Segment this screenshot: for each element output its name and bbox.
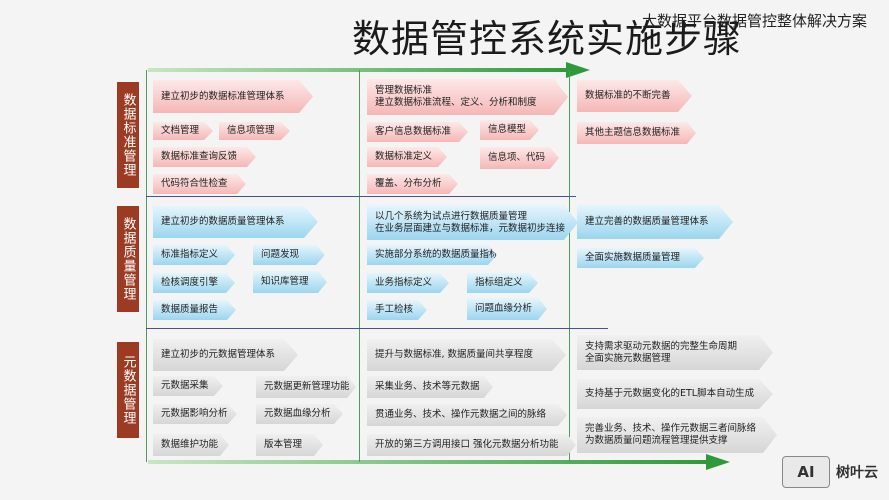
metadata-box-lineage: 元数据血缘分析 [256, 404, 343, 424]
metadata-box-init-system: 建立初步的元数据管理体系 [153, 339, 298, 371]
metadata-box-version: 版本管理 [256, 434, 323, 456]
metadata-box-lifecycle: 支持需求驱动元数据的完整生命周期全面实施元数据管理 [577, 335, 773, 370]
row-divider-2 [146, 328, 608, 329]
standard-box-item-code: 信息项、代码 [480, 147, 559, 169]
quality-box-partial: 实施部分系统的数据质量指标 [367, 245, 497, 265]
quality-box-indicator-def: 标准指标定义 [153, 245, 235, 265]
row-label-standard: 数据标准管理 [117, 82, 139, 188]
quality-box-biz-indicator: 业务指标定义 [367, 273, 449, 293]
metadata-box-complete: 完善业务、技术、操作元数据三者间脉络为数据质量问题流程管理提供支撑 [577, 417, 777, 453]
metadata-box-collect: 元数据采集 [153, 376, 223, 396]
standard-box-customer: 客户信息数据标准 [367, 122, 468, 142]
row-label-metadata: 元数据管理 [117, 342, 139, 438]
quality-box-knowledge: 知识库管理 [253, 271, 327, 293]
standard-box-code-check: 代码符合性检查 [153, 174, 246, 194]
quality-box-check-engine: 检核调度引擎 [153, 273, 235, 293]
metadata-box-update: 元数据更新管理功能 [256, 376, 356, 398]
quality-box-full-implement: 全面实施数据质量管理 [577, 248, 704, 268]
page-subtitle: 大数据平台数据管控整体解决方案 [642, 12, 868, 30]
standard-box-query-feedback: 数据标准查询反馈 [153, 147, 256, 167]
logo-mark: AI [782, 456, 830, 488]
timeline-bottom-arrow [148, 460, 708, 464]
quality-box-init-system: 建立初步的数据质量管理体系 [153, 206, 318, 238]
standard-box-coverage: 覆盖、分布分析 [367, 174, 458, 194]
metadata-box-collect-types: 采集业务、技术等元数据 [367, 376, 493, 398]
quality-box-indicator-group: 指标组定义 [467, 273, 538, 293]
metadata-box-share: 提升与数据标准, 数据质量间共享程度 [367, 339, 566, 371]
timeline-bottom-arrowhead [706, 454, 730, 470]
standard-box-init-system: 建立初步的数据标准管理体系 [153, 80, 313, 113]
quality-box-manual-check: 手工检核 [367, 300, 427, 320]
quality-box-report: 数据质量报告 [153, 300, 236, 320]
page-title: 数据管控系统实施步骤 [352, 17, 743, 61]
quality-box-complete-system: 建立完善的数据质量管理体系 [577, 205, 733, 239]
standard-box-item-mgmt: 信息项管理 [219, 122, 290, 140]
metadata-box-maintenance: 数据维护功能 [153, 434, 229, 456]
quality-box-issue-found: 问题发现 [253, 245, 325, 265]
logo-name: 树叶云 [836, 465, 878, 481]
phase-divider-left [146, 70, 147, 462]
standard-box-doc-mgmt: 文档管理 [153, 122, 213, 140]
standard-box-manage: 管理数据标准建立数据标准流程、定义、分析和制度 [367, 79, 568, 115]
phase-divider-2 [569, 70, 570, 462]
standard-box-other-topics: 其他主题信息数据标准 [577, 122, 696, 144]
standard-box-info-model: 信息模型 [480, 120, 539, 140]
timeline-top-arrowhead [566, 62, 590, 78]
metadata-box-connect: 贯通业务、技术、操作元数据之间的脉络 [367, 404, 567, 426]
metadata-box-impact: 元数据影响分析 [153, 404, 237, 424]
standard-box-definition: 数据标准定义 [367, 147, 447, 167]
standard-box-improve: 数据标准的不断完善 [577, 80, 692, 112]
quality-box-lineage: 问题血缘分析 [467, 298, 547, 320]
metadata-box-etl: 支持基于元数据变化的ETL脚本自动生成 [577, 379, 773, 409]
quality-box-pilot: 以几个系统为试点进行数据质量管理在业务层面建立与数据标准，元数据初步连接 [367, 205, 578, 240]
phase-divider-1 [359, 70, 360, 462]
row-divider-1 [146, 196, 576, 197]
row-label-quality: 数据质量管理 [117, 206, 139, 312]
metadata-box-open-api: 开放的第三方调用接口 强化元数据分析功能 [367, 434, 576, 456]
timeline-top-arrow [148, 68, 568, 72]
